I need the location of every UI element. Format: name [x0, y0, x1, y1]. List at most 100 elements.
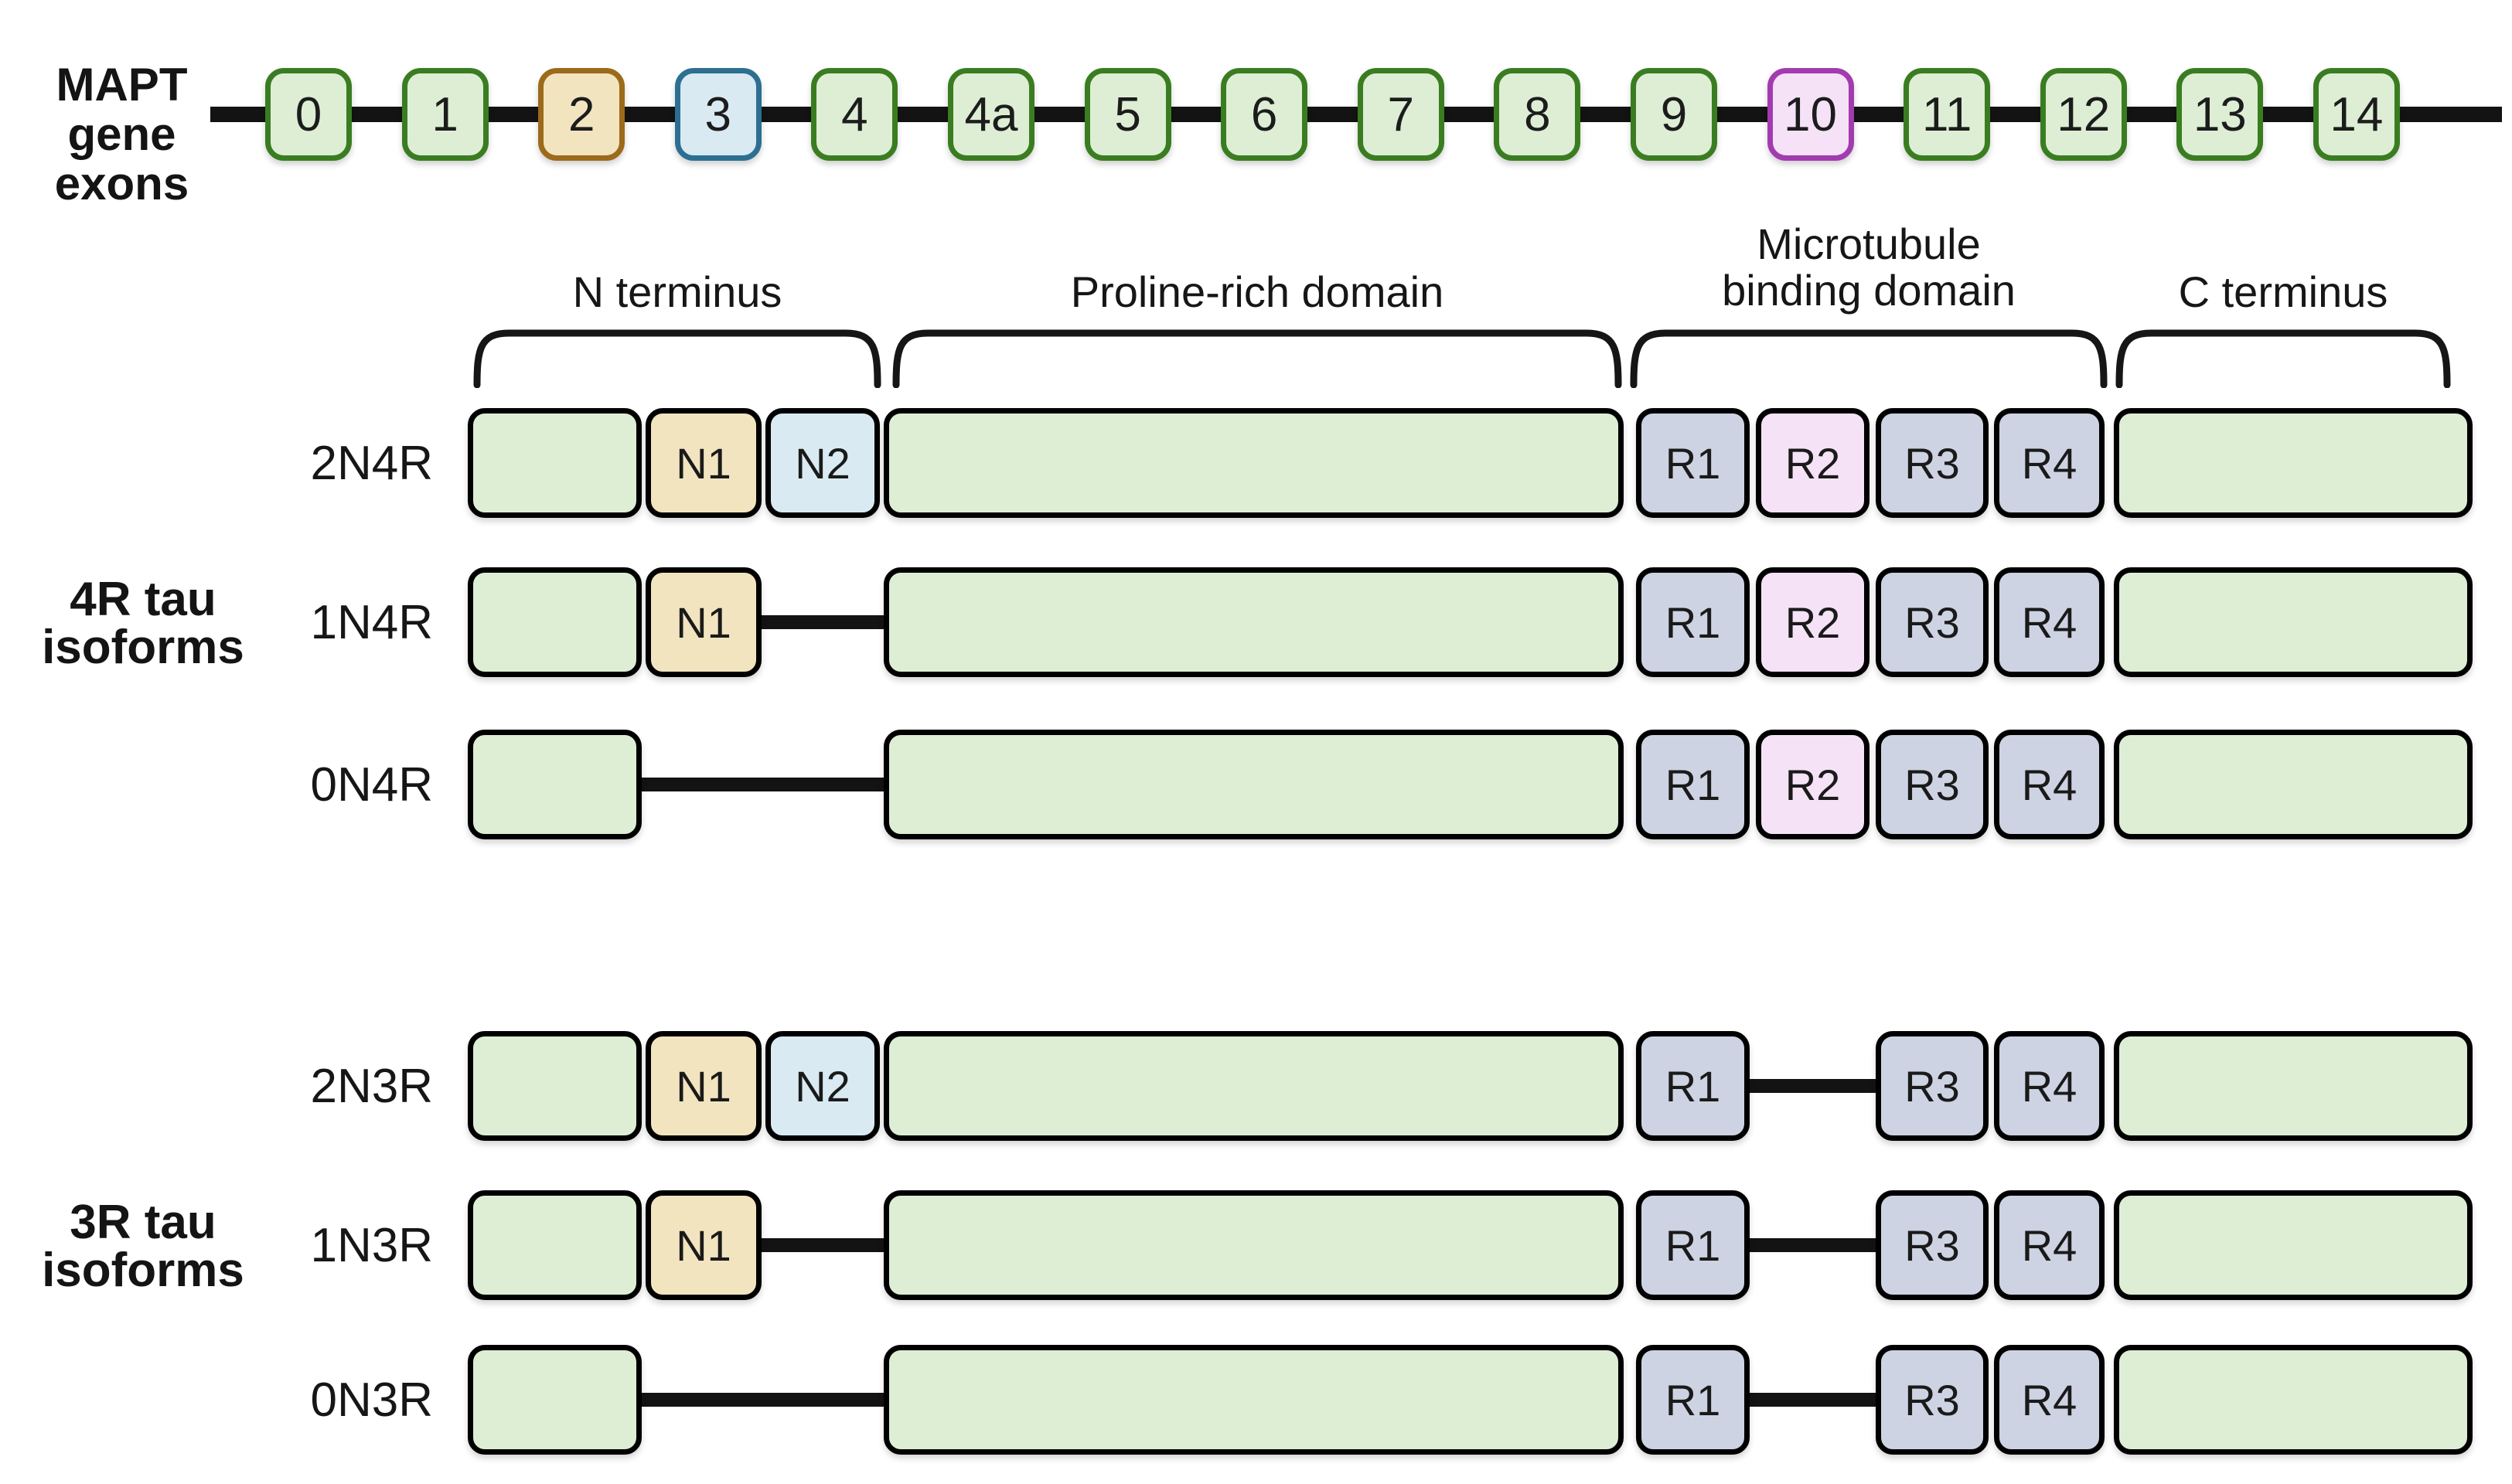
segment-cterm [2114, 408, 2473, 518]
segment-r4: R4 [1994, 1190, 2105, 1300]
gene-exons-label-line: exons [54, 158, 189, 209]
segment-label: N1 [676, 597, 731, 647]
segment-label: R1 [1665, 1061, 1721, 1111]
domain-label-line: Microtubule [1757, 220, 1981, 268]
segment-label: R4 [2021, 1061, 2077, 1111]
segment-r2: R2 [1756, 408, 1870, 518]
domain-label: N terminus [473, 269, 881, 315]
connector-line [1743, 1079, 1876, 1093]
exon-box-5: 5 [1084, 68, 1171, 161]
segment-label: R1 [1665, 1220, 1721, 1270]
segment-n1: N1 [646, 408, 762, 518]
segment-cterm [2114, 1345, 2473, 1455]
segment-label: R2 [1784, 597, 1841, 647]
segment-r3: R3 [1876, 1190, 1989, 1300]
segment-label: R4 [2021, 1220, 2077, 1270]
segment-label: N2 [795, 438, 850, 488]
segment-nterm [468, 1190, 642, 1300]
exon-label: 3 [704, 87, 732, 141]
segment-r1: R1 [1636, 730, 1750, 839]
segment-nterm [468, 567, 642, 677]
isoform-row-0N4R: 0N4R R1 R2 R3 R4 [0, 730, 2512, 839]
exon-label: 7 [1387, 87, 1414, 141]
exon-box-8: 8 [1494, 68, 1581, 161]
isoform-name: 1N3R [310, 1218, 433, 1272]
segment-label: R2 [1784, 760, 1841, 809]
exon-box-12: 12 [2040, 68, 2127, 161]
segment-nterm [468, 1345, 642, 1455]
domain-label-line: N terminus [572, 267, 782, 316]
segment-cterm [2114, 1031, 2473, 1141]
exon-label: 6 [1250, 87, 1278, 141]
domain-label: Proline-rich domain [892, 269, 1622, 315]
segment-label: R4 [2021, 597, 2077, 647]
segment-r4: R4 [1994, 1031, 2105, 1141]
segment-label: R3 [1904, 1220, 1960, 1270]
exon-box-0: 0 [265, 68, 352, 161]
segment-label: R1 [1665, 438, 1721, 488]
segment-pro [884, 567, 1624, 677]
segment-pro [884, 1345, 1624, 1455]
segment-n2: N2 [765, 1031, 880, 1141]
segment-n1: N1 [646, 1190, 762, 1300]
domain-brace [473, 329, 881, 388]
segment-pro [884, 730, 1624, 839]
exon-label: 4 [841, 87, 868, 141]
segment-r4: R4 [1994, 567, 2105, 677]
isoform-row-0N3R: 0N3R R1 R3 R4 [0, 1345, 2512, 1455]
segment-nterm [468, 730, 642, 839]
gene-exons-label-line: gene [67, 108, 176, 160]
segment-pro [884, 408, 1624, 518]
segment-label: N1 [676, 438, 731, 488]
isoform-name: 0N3R [310, 1373, 433, 1427]
isoform-name: 0N4R [310, 757, 433, 812]
connector-line [758, 1238, 884, 1252]
exon-box-4a: 4a [947, 68, 1034, 161]
segment-label: R3 [1904, 1061, 1960, 1111]
domain-brace [892, 329, 1622, 388]
segment-cterm [2114, 1190, 2473, 1300]
connector-line [1743, 1238, 1876, 1252]
exon-box-2: 2 [538, 68, 625, 161]
exon-label: 8 [1524, 87, 1551, 141]
segment-r3: R3 [1876, 730, 1989, 839]
isoform-name: 1N4R [310, 595, 433, 649]
segment-label: N1 [676, 1220, 731, 1270]
connector-line [758, 615, 884, 629]
exon-label: 0 [295, 87, 322, 141]
segment-r1: R1 [1636, 1190, 1750, 1300]
segment-r2: R2 [1756, 567, 1870, 677]
segment-r3: R3 [1876, 1345, 1989, 1455]
segment-r1: R1 [1636, 1031, 1750, 1141]
segment-pro [884, 1031, 1624, 1141]
segment-label: R3 [1904, 597, 1960, 647]
segment-r1: R1 [1636, 1345, 1750, 1455]
segment-pro [884, 1190, 1624, 1300]
domain-label-line: binding domain [1722, 266, 2016, 315]
exon-label: 13 [2193, 87, 2247, 141]
exon-label: 9 [1660, 87, 1688, 141]
segment-r1: R1 [1636, 408, 1750, 518]
segment-r3: R3 [1876, 567, 1989, 677]
exon-box-9: 9 [1630, 68, 1717, 161]
segment-label: R3 [1904, 1375, 1960, 1424]
segment-label: R1 [1665, 760, 1721, 809]
segment-nterm [468, 1031, 642, 1141]
exon-label: 2 [568, 87, 595, 141]
segment-label: R4 [2021, 760, 2077, 809]
segment-n2: N2 [765, 408, 880, 518]
segment-label: R4 [2021, 1375, 2077, 1424]
exon-box-7: 7 [1357, 68, 1444, 161]
exon-box-10: 10 [1767, 68, 1854, 161]
domain-label-line: C terminus [2178, 267, 2388, 316]
segment-label: N1 [676, 1061, 731, 1111]
segment-label: N2 [795, 1061, 850, 1111]
segment-nterm [468, 408, 642, 518]
group-label-line: isoforms [42, 1244, 244, 1297]
